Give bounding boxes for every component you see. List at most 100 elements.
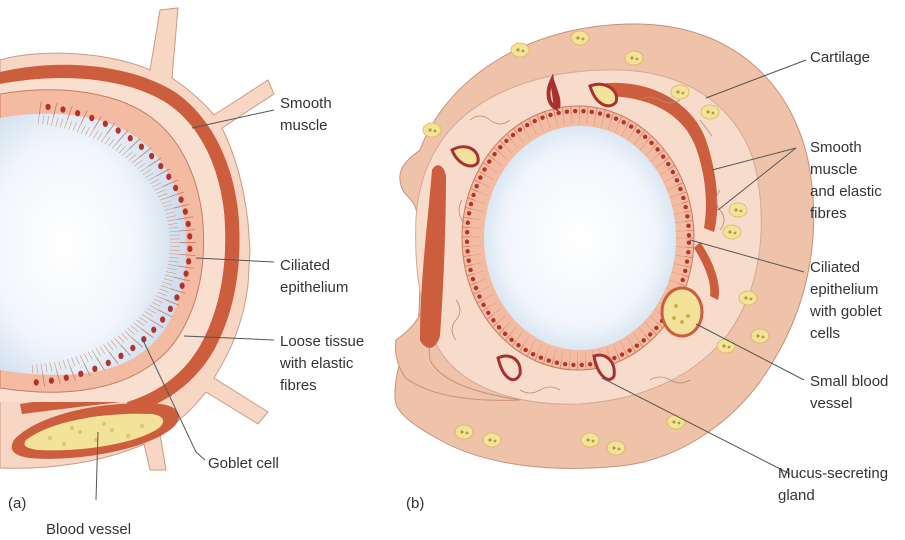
panel-b-letter: (b) bbox=[406, 495, 424, 512]
cell-nucleus bbox=[581, 109, 585, 113]
label-blood-vessel: Blood vessel bbox=[46, 521, 131, 538]
cell-nucleus bbox=[683, 205, 687, 209]
label-ciliated-goblet: Ciliated epithelium with goblet cells bbox=[809, 259, 886, 342]
cell-nucleus bbox=[128, 135, 133, 141]
panel-b bbox=[395, 24, 814, 468]
chondrocyte bbox=[751, 329, 769, 343]
blood-cell bbox=[140, 424, 144, 428]
cell-nucleus bbox=[642, 338, 646, 342]
cell-nucleus bbox=[606, 114, 610, 118]
cell-nucleus bbox=[636, 129, 640, 133]
label-goblet-cell: Goblet cell bbox=[208, 455, 279, 472]
cell-nucleus bbox=[681, 196, 685, 200]
chondrocyte-nucleus bbox=[516, 48, 519, 51]
blood-cell bbox=[680, 320, 684, 324]
chondrocyte-nucleus bbox=[728, 346, 731, 349]
chondrocyte-nucleus bbox=[678, 422, 681, 425]
cell-nucleus bbox=[497, 325, 501, 329]
chondrocyte bbox=[701, 105, 719, 119]
cell-nucleus bbox=[629, 124, 633, 128]
cell-nucleus bbox=[492, 152, 496, 156]
cell-nucleus bbox=[533, 119, 537, 123]
cell-nucleus bbox=[149, 153, 154, 159]
cell-nucleus bbox=[160, 316, 165, 322]
cell-nucleus bbox=[612, 356, 616, 360]
cell-nucleus bbox=[186, 258, 191, 264]
panel-a-letter: (a) bbox=[8, 495, 26, 512]
chondrocyte-nucleus bbox=[706, 110, 709, 113]
cell-nucleus bbox=[139, 144, 144, 150]
blood-cell bbox=[70, 426, 74, 430]
cell-nucleus bbox=[555, 360, 559, 364]
cell-nucleus bbox=[620, 352, 624, 356]
cell-nucleus bbox=[60, 106, 65, 112]
chondrocyte-nucleus bbox=[428, 128, 431, 131]
chondrocyte-nucleus bbox=[636, 58, 639, 61]
cell-nucleus bbox=[173, 185, 178, 191]
cell-nucleus bbox=[478, 175, 482, 179]
label-smooth-muscle: Smooth muscle bbox=[280, 95, 336, 134]
cell-nucleus bbox=[75, 110, 80, 116]
cell-nucleus bbox=[465, 230, 469, 234]
cell-nucleus bbox=[590, 110, 594, 114]
cell-nucleus bbox=[486, 311, 490, 315]
cell-nucleus bbox=[687, 233, 691, 237]
cell-nucleus bbox=[655, 147, 659, 151]
cell-nucleus bbox=[89, 115, 94, 121]
cell-nucleus bbox=[498, 145, 502, 149]
cell-nucleus bbox=[467, 211, 471, 215]
cell-nucleus bbox=[686, 250, 690, 254]
chondrocyte bbox=[739, 291, 757, 305]
cell-nucleus bbox=[523, 348, 527, 352]
cell-nucleus bbox=[504, 139, 508, 143]
cell-nucleus bbox=[179, 196, 184, 202]
cell-nucleus bbox=[627, 348, 631, 352]
cell-nucleus bbox=[481, 303, 485, 307]
blood-cell bbox=[110, 428, 114, 432]
cell-nucleus bbox=[598, 111, 602, 115]
cell-nucleus bbox=[681, 278, 685, 282]
cell-nucleus bbox=[531, 352, 535, 356]
blood-cell bbox=[102, 422, 106, 426]
chondrocyte-nucleus bbox=[722, 344, 725, 347]
label-small-blood-vessel: Small blood vessel bbox=[810, 373, 893, 412]
lumen-b bbox=[484, 126, 676, 350]
cell-nucleus bbox=[648, 332, 652, 336]
chondrocyte bbox=[423, 123, 441, 137]
cell-nucleus bbox=[563, 362, 567, 366]
chondrocyte bbox=[625, 51, 643, 65]
cell-nucleus bbox=[187, 246, 192, 252]
cell-nucleus bbox=[168, 306, 173, 312]
chondrocyte-nucleus bbox=[682, 92, 685, 95]
blood-cell bbox=[674, 304, 678, 308]
cell-nucleus bbox=[491, 318, 495, 322]
chondrocyte-nucleus bbox=[672, 420, 675, 423]
chondrocyte-nucleus bbox=[522, 50, 525, 53]
cell-nucleus bbox=[482, 167, 486, 171]
cell-nucleus bbox=[565, 109, 569, 113]
cell-nucleus bbox=[686, 224, 690, 228]
label-ciliated-epithelium: Ciliated epithelium bbox=[280, 257, 348, 296]
cell-nucleus bbox=[671, 170, 675, 174]
cell-nucleus bbox=[666, 162, 670, 166]
panel-a bbox=[0, 8, 274, 470]
cell-nucleus bbox=[183, 270, 188, 276]
blood-cell bbox=[48, 436, 52, 440]
cell-nucleus bbox=[466, 221, 470, 225]
cell-nucleus bbox=[649, 141, 653, 145]
cell-nucleus bbox=[64, 375, 69, 381]
cell-nucleus bbox=[469, 202, 473, 206]
cell-nucleus bbox=[643, 135, 647, 139]
chondrocyte-nucleus bbox=[466, 432, 469, 435]
blood-cell bbox=[672, 316, 676, 320]
cell-nucleus bbox=[465, 240, 469, 244]
chondrocyte-nucleus bbox=[612, 446, 615, 449]
cell-nucleus bbox=[103, 121, 108, 127]
label-smooth-muscle-elastic: Smooth muscle and elastic fibres bbox=[810, 139, 886, 222]
cell-nucleus bbox=[573, 109, 577, 113]
cell-nucleus bbox=[34, 379, 39, 385]
chondrocyte bbox=[671, 85, 689, 99]
chondrocyte bbox=[667, 415, 685, 429]
cell-nucleus bbox=[183, 208, 188, 214]
cell-nucleus bbox=[78, 371, 83, 377]
